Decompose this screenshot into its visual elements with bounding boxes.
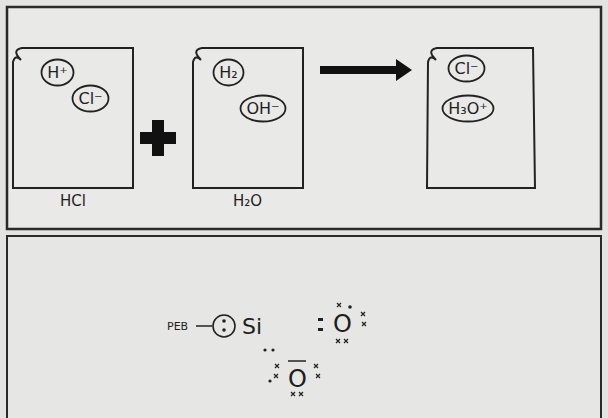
electron-dots xyxy=(263,305,351,382)
leader-line xyxy=(196,325,212,327)
annotation: PEB xyxy=(167,320,188,333)
ion-circle: Cl⁻ xyxy=(447,54,486,83)
beaker-outline xyxy=(427,48,535,188)
ion-circle: Cl⁻ xyxy=(71,84,110,113)
ion-formula: H₂ xyxy=(212,58,245,82)
beaker: HClH⁺Cl⁻ xyxy=(12,48,134,188)
element-symbol: O xyxy=(288,365,307,393)
beaker-label: HCl xyxy=(60,192,86,210)
ion-circle: H₂ xyxy=(212,58,245,87)
plus-sign xyxy=(140,120,176,156)
reaction-arrow xyxy=(320,59,412,81)
ion-formula: OH⁻ xyxy=(239,94,287,118)
lone-pair-circle xyxy=(213,315,235,337)
bottom-panel xyxy=(7,236,601,418)
element-symbol: O xyxy=(333,310,352,338)
ion-circle: H₃O⁺ xyxy=(441,94,495,123)
element-symbol: Si xyxy=(242,314,262,339)
overline-mark xyxy=(288,360,306,362)
electron-dot xyxy=(222,319,226,323)
ion-circle: OH⁻ xyxy=(239,94,287,123)
electron-crosses xyxy=(274,303,366,396)
beaker: H₂OH₂OH⁻ xyxy=(192,48,304,188)
top-panel xyxy=(7,7,601,229)
ion-circle: H⁺ xyxy=(40,58,75,87)
electron-dot xyxy=(222,328,226,332)
beaker-label: H₂O xyxy=(233,192,262,210)
ion-formula: H₃O⁺ xyxy=(441,94,495,118)
ion-formula: Cl⁻ xyxy=(447,54,486,78)
ion-formula: H⁺ xyxy=(40,58,75,82)
ion-formula: Cl⁻ xyxy=(71,84,110,108)
